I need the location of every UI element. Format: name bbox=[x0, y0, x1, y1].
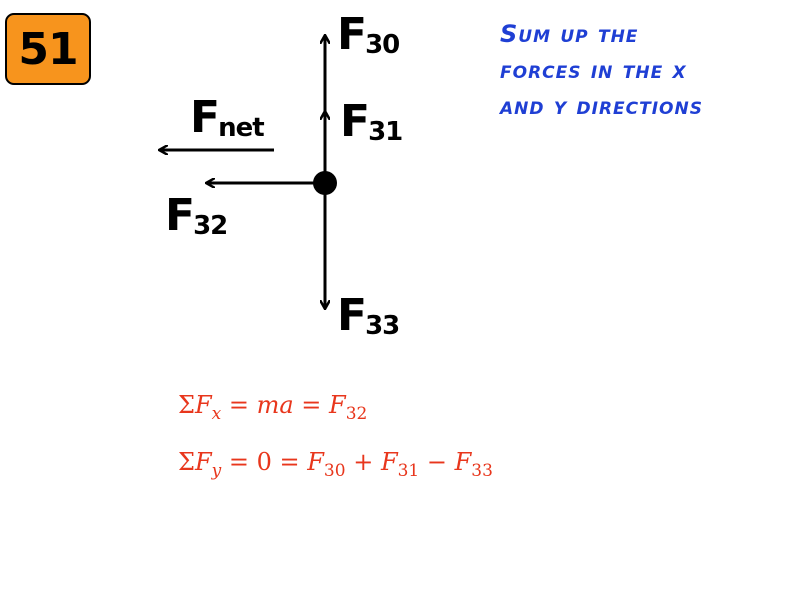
label-fnet: Fnet bbox=[190, 92, 265, 143]
label-f32: F32 bbox=[165, 190, 228, 241]
label-f31: F31 bbox=[340, 96, 403, 147]
label-f30: F30 bbox=[337, 9, 400, 60]
slide-number: 51 bbox=[18, 23, 78, 75]
instructions-line-3: and y directions bbox=[500, 92, 703, 120]
slide-number-badge: 51 bbox=[5, 13, 91, 85]
body-dot bbox=[313, 171, 337, 195]
instructions-line-2: forces in the x bbox=[500, 56, 687, 84]
instructions-text: Sum up the forces in the x and y directi… bbox=[500, 16, 800, 124]
label-f33: F33 bbox=[337, 290, 400, 341]
instructions-line-1: Sum up the bbox=[500, 20, 639, 48]
equation-sum-fy: ΣFy = 0 = F30 + F31 − F33 bbox=[178, 448, 493, 481]
equation-sum-fx: ΣFx = ma = F32 bbox=[178, 391, 368, 424]
